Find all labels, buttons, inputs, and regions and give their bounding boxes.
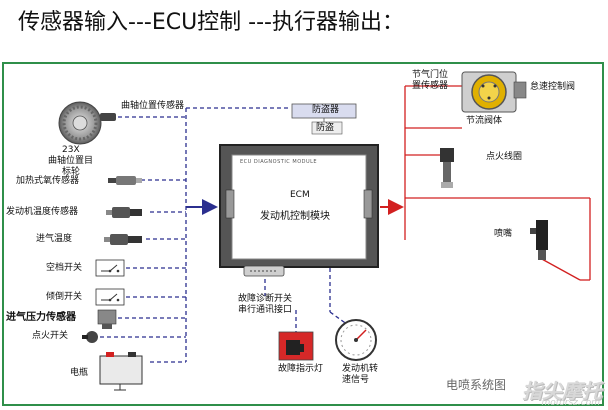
- ecu-module: [219, 144, 379, 268]
- mil-label: 故障指示灯: [278, 364, 324, 374]
- tachometer-icon: [335, 319, 377, 361]
- ignition-coil-label: 点火线圈: [486, 152, 523, 162]
- mil-engine-icon: [278, 331, 314, 361]
- watermark-site: motorsz.com: [541, 398, 600, 408]
- throttle-body-icon: [461, 71, 527, 113]
- fuel-injector-icon: [530, 220, 548, 260]
- iat-sensor-icon: [104, 234, 142, 245]
- throttle-body-label: 节流阀体: [466, 116, 503, 126]
- reluctor-name-label: 曲轴位置目: [48, 156, 94, 166]
- o2-sensor-label: 加热式氧传感器: [16, 176, 80, 186]
- neutral-switch-label: 空档开关: [46, 263, 83, 273]
- iac-label: 怠速控制阀: [530, 82, 576, 92]
- diag-port2-label: 串行通讯接口: [238, 305, 293, 315]
- reluctor-count-label: 23X: [62, 145, 80, 155]
- output-wiring: [380, 85, 591, 281]
- ignition-switch-label: 点火开关: [32, 331, 69, 341]
- diag-port-label: 故障诊断开关: [238, 294, 293, 304]
- battery-icon: [99, 352, 143, 391]
- o2-sensor-icon: [108, 176, 142, 185]
- map-sensor-label: 进气压力传感器: [6, 312, 76, 323]
- watermark: 指尖摩托: [522, 379, 602, 403]
- coolant-sensor-label: 发动机温度传感器: [6, 207, 79, 217]
- ecu-name-label: ECM: [290, 190, 310, 200]
- tach2-label: 速信号: [342, 375, 370, 385]
- tilt-switch-label: 倾倒开关: [46, 292, 83, 302]
- iat-sensor-label: 进气温度: [36, 234, 73, 244]
- reluctor-name2-label: 标轮: [62, 167, 81, 177]
- injector-label: 喷嘴: [494, 229, 513, 239]
- coolant-sensor-icon: [106, 207, 142, 218]
- tilt-switch-icon: [95, 288, 125, 306]
- crank-sensor-label: 曲轴位置传感器: [121, 101, 185, 111]
- tps-label: 节气门位: [412, 70, 449, 80]
- page-title: 传感器输入---ECU控制 ---执行器输出：: [18, 10, 404, 35]
- ignition-switch-icon: [82, 331, 98, 343]
- neutral-switch-icon: [95, 259, 125, 277]
- ecu-header-label: ECU DIAGNOSTIC MODULE: [240, 159, 318, 165]
- security-module: [291, 103, 357, 135]
- map-sensor-icon: [97, 309, 117, 329]
- diagnostic-connector-icon: [243, 265, 285, 277]
- security-label: 防盗器: [312, 105, 340, 115]
- ecu-subtitle-label: 发动机控制模块: [260, 211, 330, 222]
- battery-label: 电瓶: [70, 368, 89, 378]
- tps2-label: 置传感器: [412, 81, 449, 91]
- input-wiring: [100, 107, 356, 363]
- tach-label: 发动机转: [342, 364, 379, 374]
- reluctor-wheel-icon: [58, 101, 116, 145]
- ignition-coil-icon: [440, 148, 454, 188]
- bottom-caption: 电喷系统图: [446, 378, 507, 392]
- security-indicator-label: 防盗: [316, 123, 335, 133]
